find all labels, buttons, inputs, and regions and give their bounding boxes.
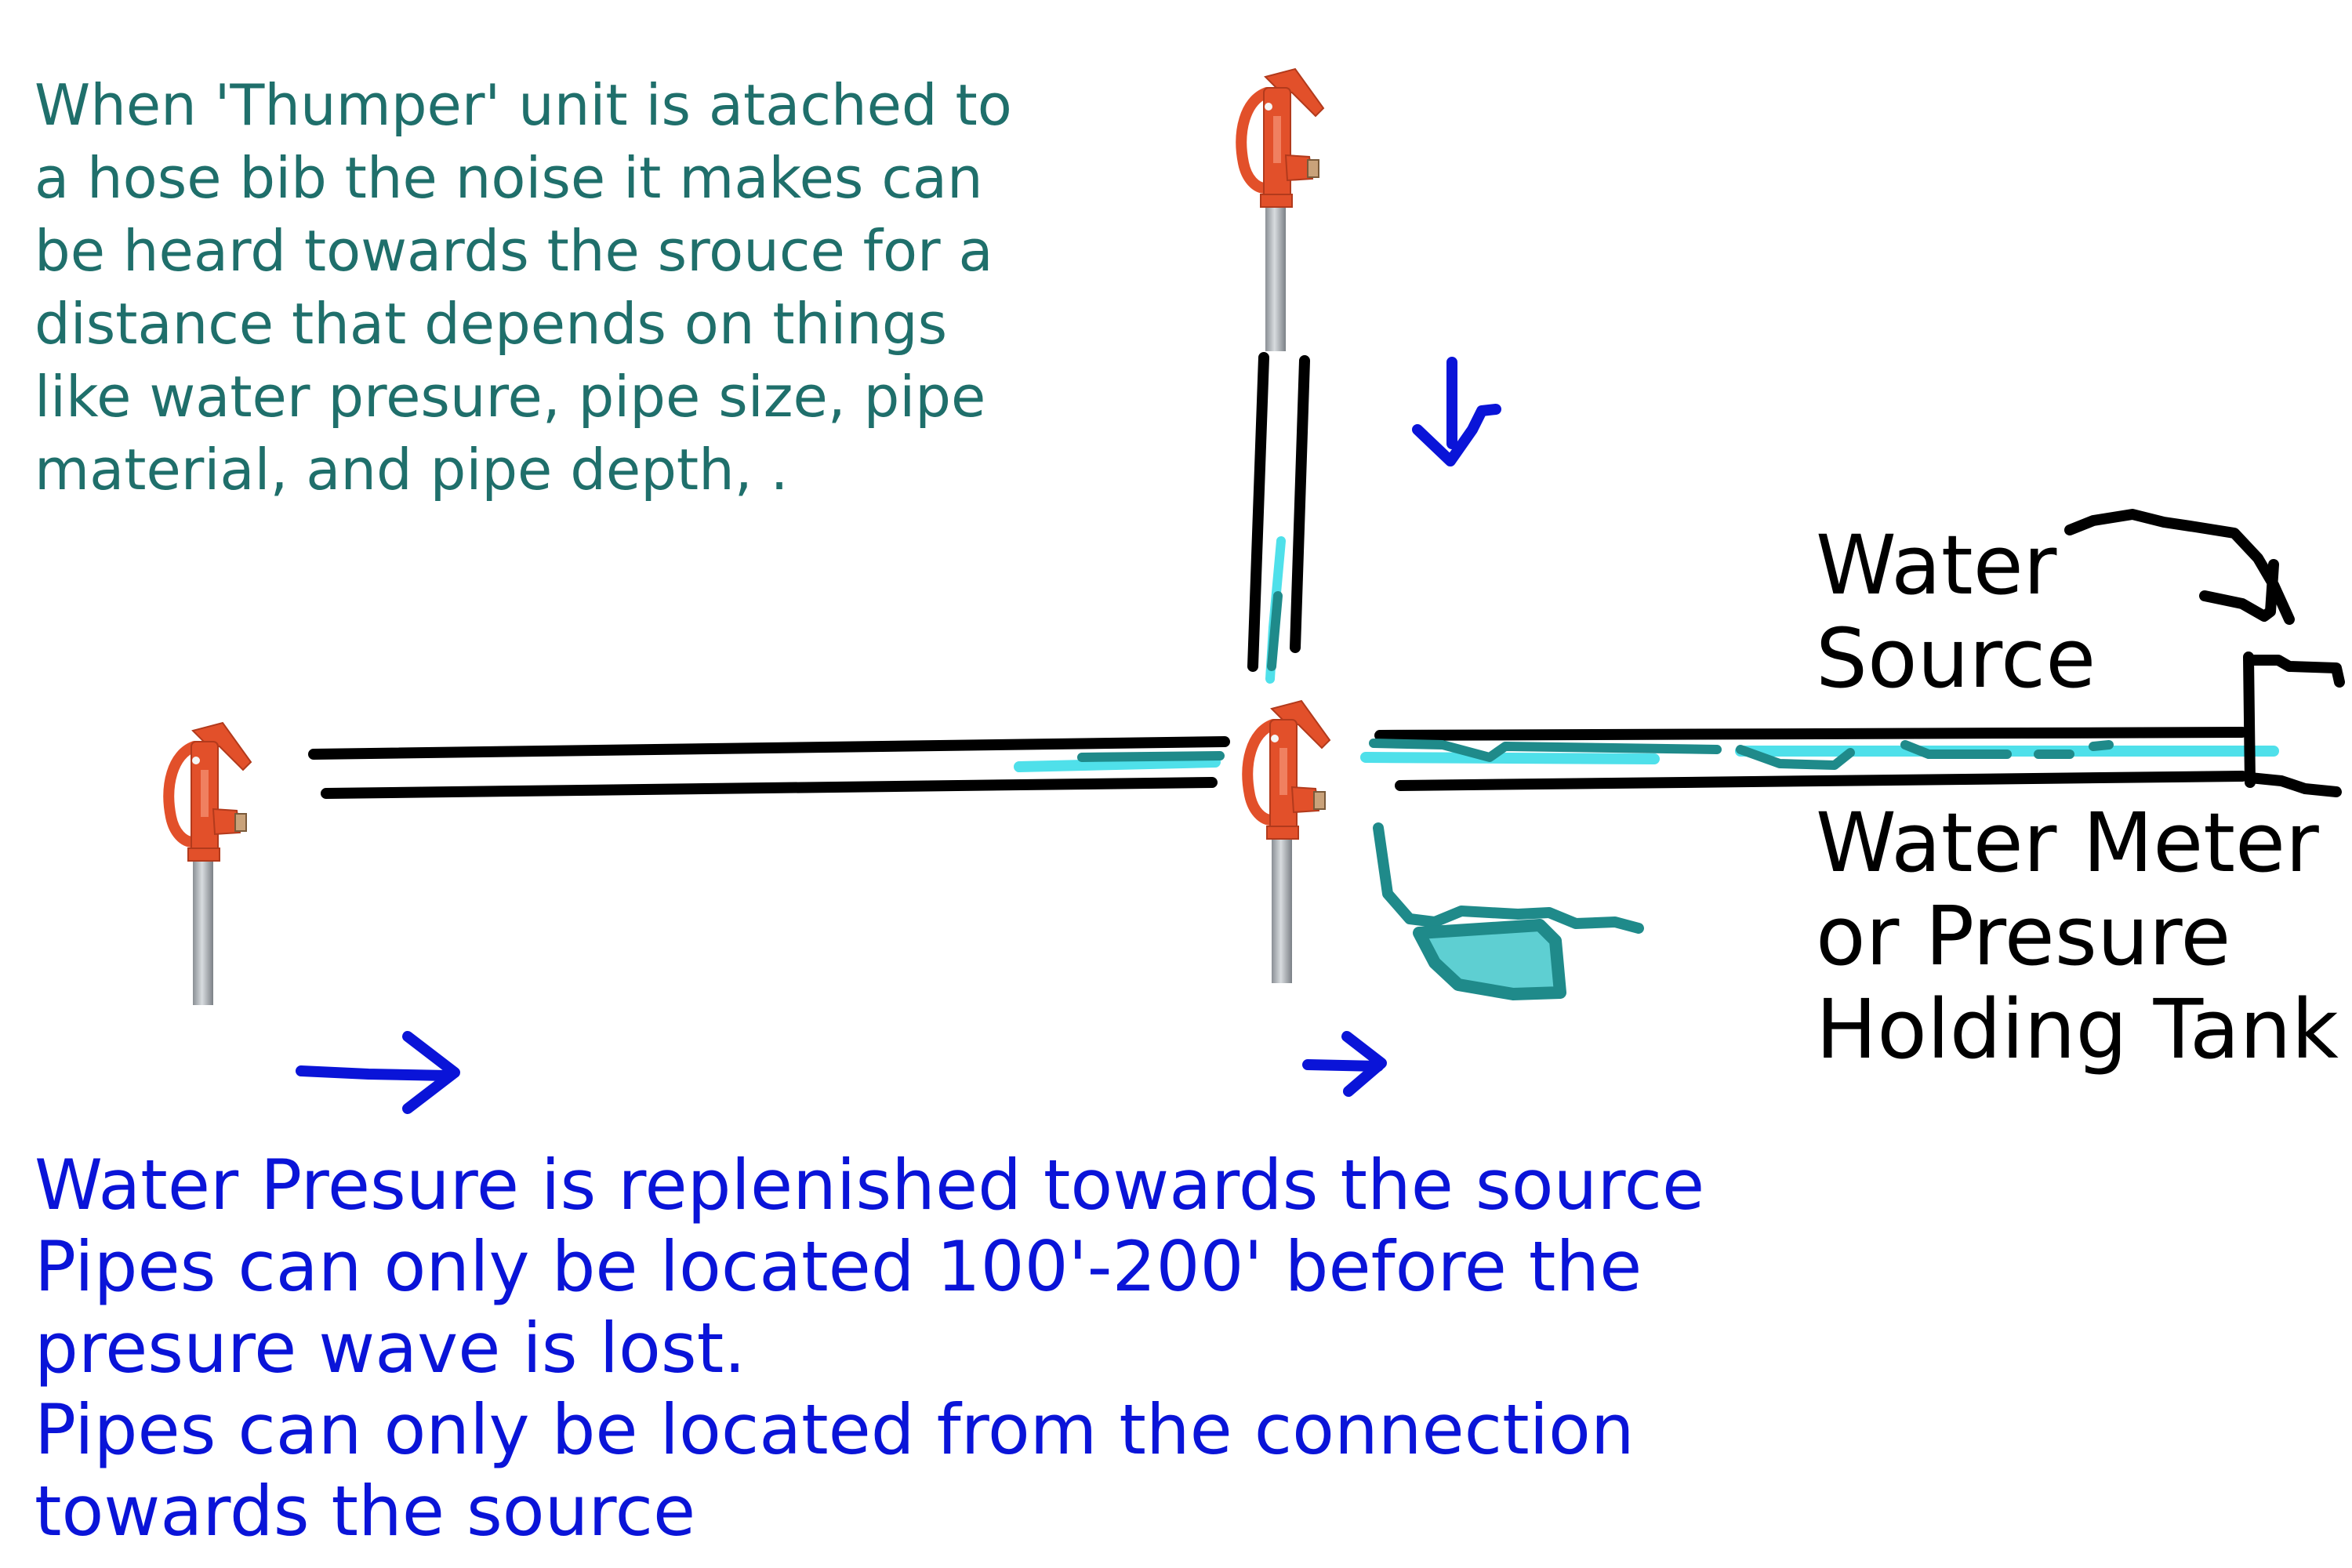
leak-puddle xyxy=(1413,919,1566,1000)
pressure-notes: Water Presure is replenished towards the… xyxy=(34,1145,1705,1552)
flow-arrow-right-left-icon xyxy=(296,1031,460,1114)
water-meter-label: Water Meter or Presure Holding Tank xyxy=(1816,795,2339,1077)
flow-arrow-down-icon xyxy=(1412,357,1501,466)
left-pipe-cyan-marker xyxy=(1014,757,1221,772)
right-pipe-teal-marker xyxy=(1369,739,2114,770)
hydrant-middle-icon xyxy=(1247,701,1330,983)
vertical-pipe xyxy=(1247,352,1310,672)
meter-box xyxy=(2243,652,2345,797)
flow-arrow-right-middle-icon xyxy=(1302,1031,1387,1097)
curved-arrow-icon xyxy=(2064,509,2295,625)
water-source-label: Water Source xyxy=(1816,517,2096,706)
left-horizontal-pipe xyxy=(308,736,1230,799)
vertical-teal-marker xyxy=(1267,591,1283,671)
hydrant-left-icon xyxy=(169,723,251,1005)
intro-description: When 'Thumper' unit is atached to a hose… xyxy=(34,72,1012,503)
leak-trail xyxy=(1373,822,1644,934)
left-pipe-teal-marker xyxy=(1077,751,1225,762)
hydrant-top-icon xyxy=(1241,69,1323,351)
right-horizontal-pipe xyxy=(1374,727,2248,791)
